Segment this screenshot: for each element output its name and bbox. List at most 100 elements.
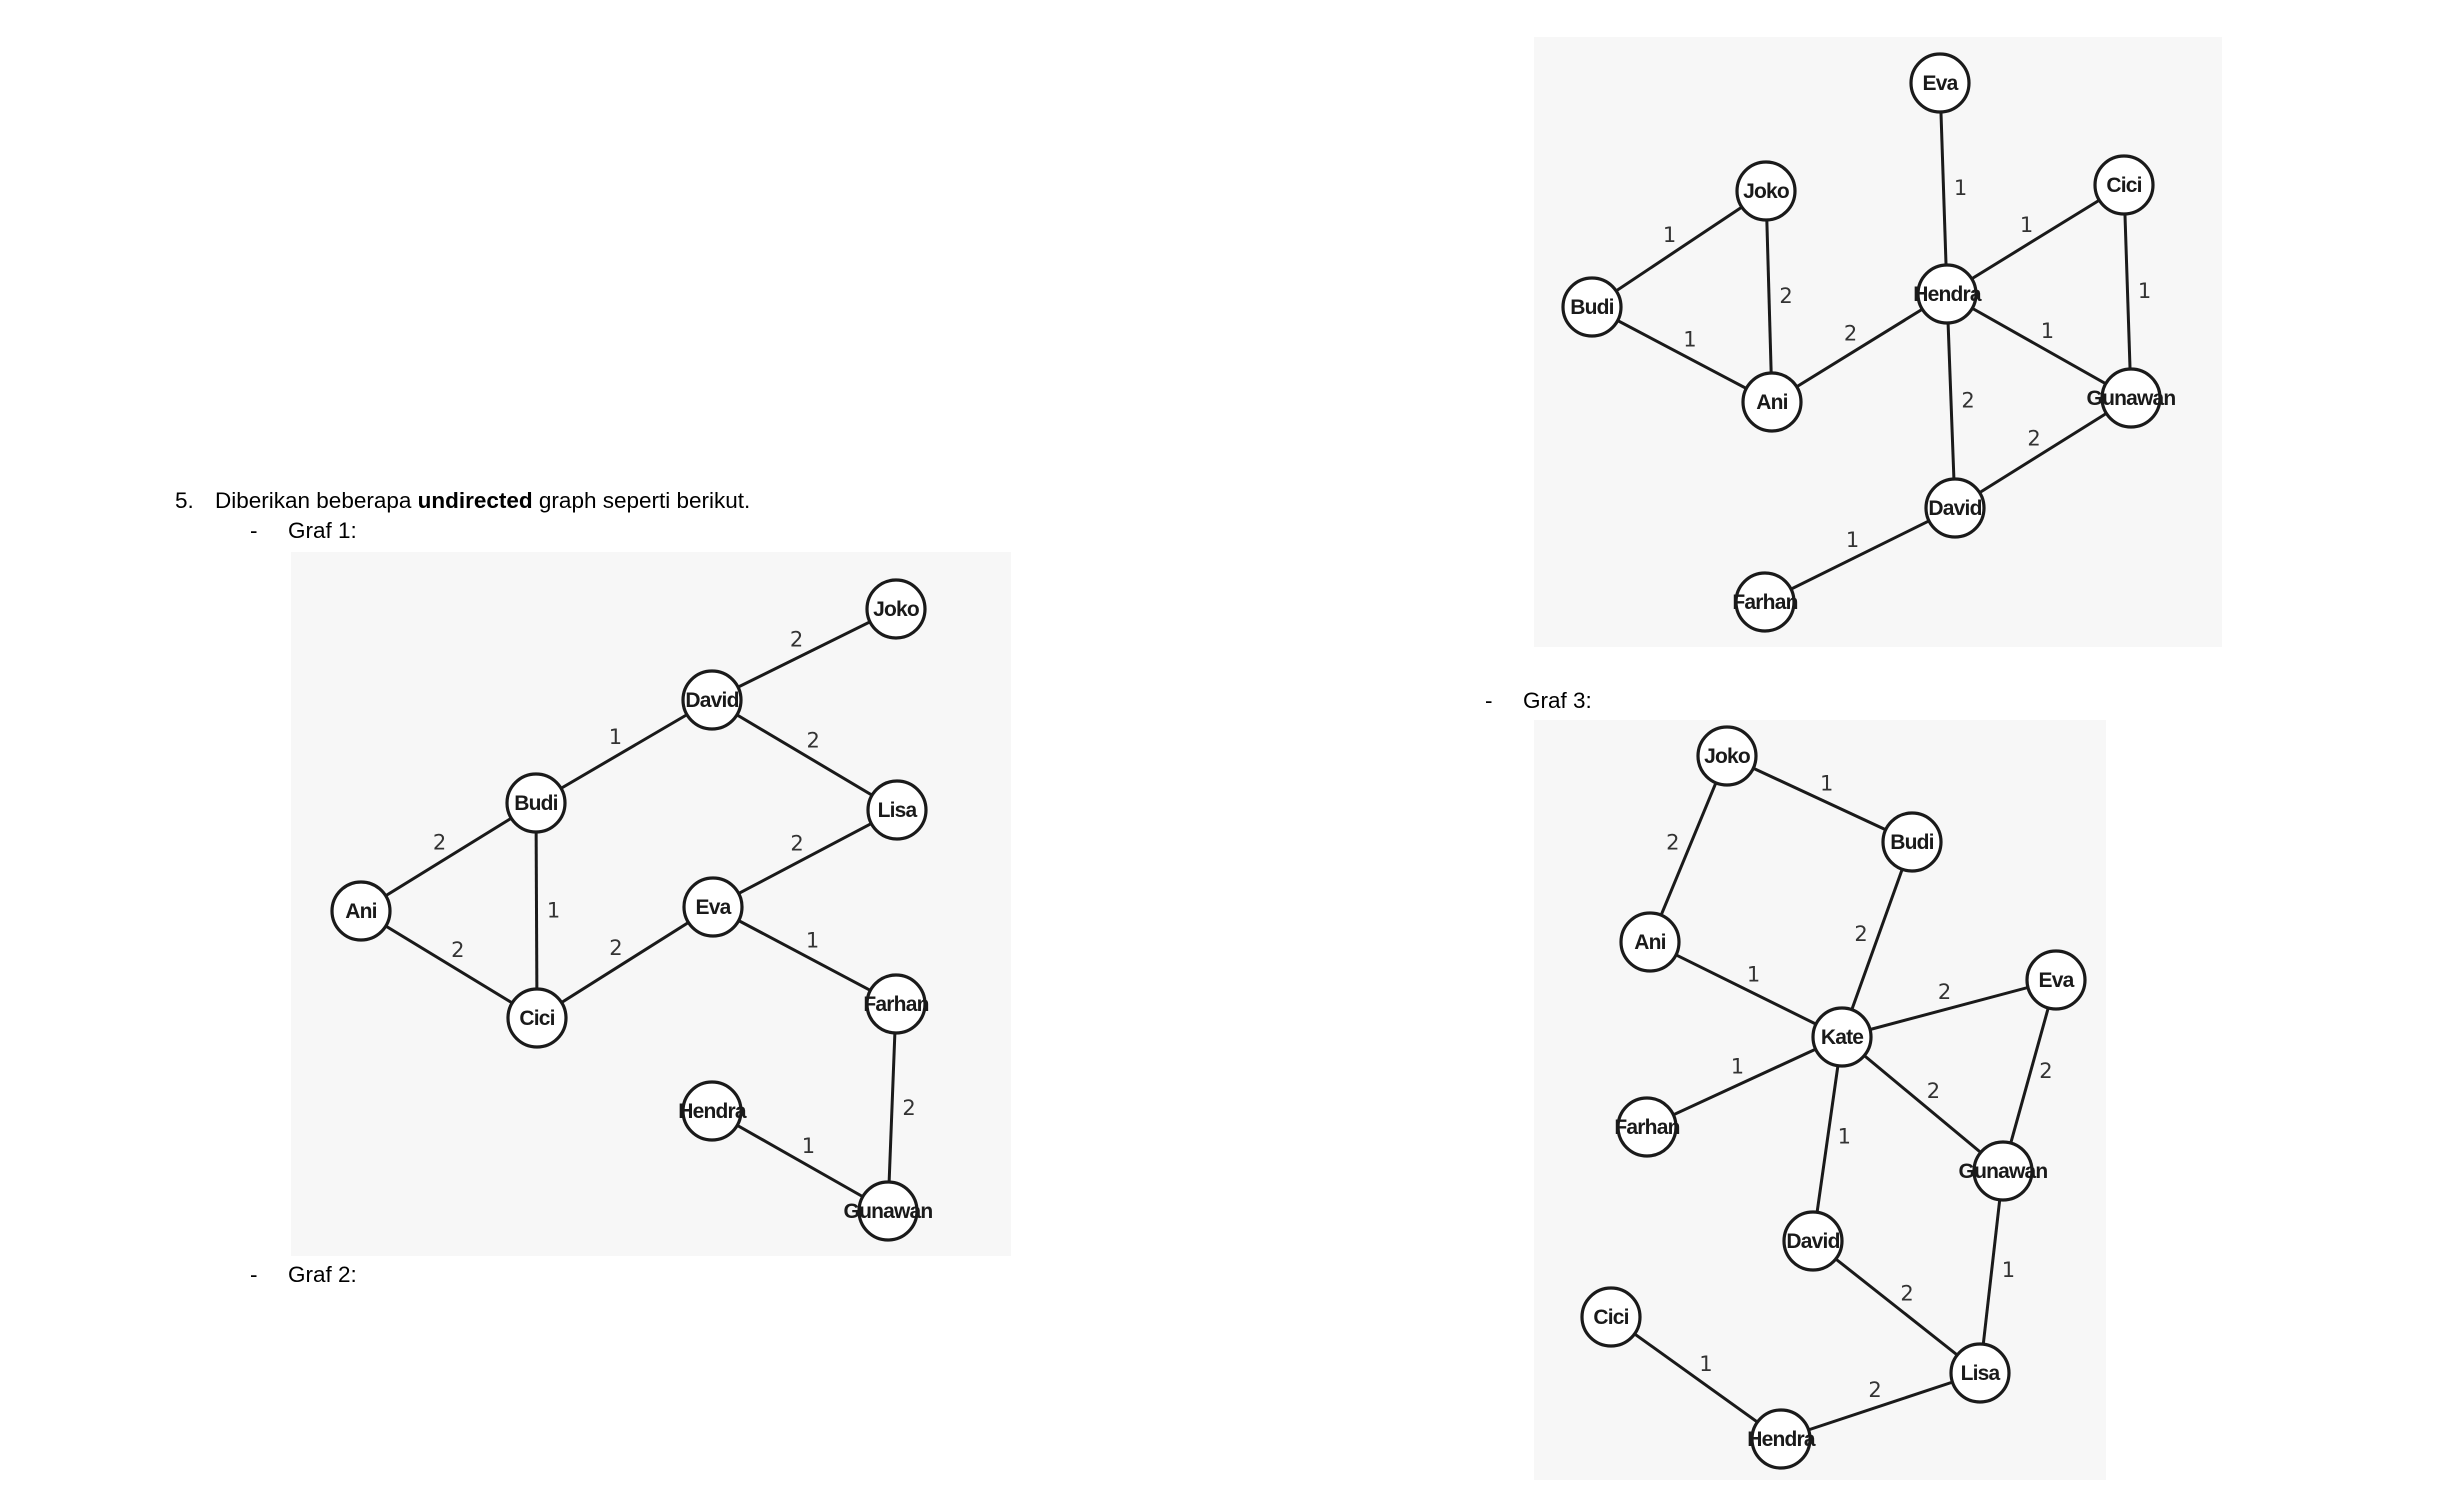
- node-circle: [681, 669, 743, 731]
- node-label: David: [1928, 497, 1981, 520]
- node-hendra: Hendra: [1747, 1408, 1817, 1470]
- edge-kate-david: [1811, 1036, 1844, 1242]
- node-label: Lisa: [878, 799, 918, 822]
- edge-weight-label: 1: [1954, 176, 1967, 200]
- edge-weight-label: 1: [1820, 772, 1833, 796]
- node-label: Cici: [2106, 174, 2141, 197]
- edge-gunawan-lisa: [1978, 1170, 2005, 1374]
- edge-weight-label: 1: [2041, 319, 2054, 343]
- edge-cici-hendra: [1610, 1315, 1782, 1441]
- node-circle: [1750, 1408, 1812, 1470]
- node-budi: Budi: [1881, 811, 1943, 873]
- node-label: Cici: [1593, 1306, 1628, 1329]
- node-label: Eva: [696, 896, 732, 919]
- edge-weight-label: 2: [1844, 322, 1857, 346]
- node-circle: [1909, 52, 1971, 114]
- edge-ani-hendra: [1771, 292, 1948, 404]
- graf3-svg: 1221212121221JokoBudiAniEvaKateFarhanGun…: [1580, 725, 2087, 1470]
- edge-weight-label: 2: [1927, 1079, 1940, 1103]
- edge-david-lisa: [711, 698, 898, 812]
- edge-weight-label: 2: [2027, 427, 2040, 451]
- node-label: Farhan: [1614, 1116, 1679, 1139]
- node-label: Gunawan: [1959, 1160, 2048, 1183]
- edge-eva-lisa: [712, 808, 898, 909]
- edge-weight-label: 1: [609, 725, 622, 749]
- node-label: Gunawan: [844, 1200, 933, 1223]
- node-circle: [2093, 154, 2155, 216]
- node-eva: Eva: [682, 876, 744, 938]
- edge-hendra-david: [1945, 293, 1957, 509]
- node-circle: [1949, 1342, 2011, 1404]
- graf2-heading: - Graf 2:: [250, 1262, 357, 1288]
- node-circle: [865, 973, 927, 1035]
- node-farhan: Farhan: [863, 973, 929, 1035]
- edge-weight-label: 1: [1683, 328, 1696, 352]
- edge-eva-hendra: [1938, 82, 1949, 295]
- node-david: David: [681, 669, 743, 731]
- edge-weight-label: 1: [806, 929, 819, 953]
- edge-weight-label: 1: [1846, 528, 1859, 552]
- node-circle: [1811, 1006, 1873, 1068]
- node-circle: [1616, 1096, 1678, 1158]
- node-label: Cici: [519, 1007, 554, 1030]
- node-label: Eva: [1923, 72, 1959, 95]
- node-circle: [2025, 949, 2087, 1011]
- edge-hendra-gunawan: [711, 1109, 889, 1213]
- node-farhan: Farhan: [1614, 1096, 1680, 1158]
- node-label: Hendra: [678, 1100, 747, 1123]
- edge-ani-cici: [360, 909, 538, 1020]
- node-hendra: Hendra: [1913, 263, 1983, 325]
- node-circle: [682, 876, 744, 938]
- node-gunawan: Gunawan: [1959, 1140, 2048, 1202]
- node-label: David: [685, 689, 738, 712]
- edge-gunawan-david: [1954, 396, 2132, 510]
- graf2-label: Graf 2:: [288, 1262, 357, 1287]
- edge-budi-ani: [1591, 305, 1773, 404]
- question-text-before: Diberikan beberapa: [215, 488, 418, 513]
- node-label: Eva: [2039, 969, 2075, 992]
- node-joko: Joko: [1696, 725, 1758, 787]
- edge-david-farhan: [1764, 506, 1956, 604]
- node-circle: [1924, 477, 1986, 539]
- node-label: Joko: [1743, 180, 1789, 203]
- bullet: -: [250, 1262, 258, 1287]
- edge-hendra-gunawan: [1946, 292, 2132, 400]
- edge-ani-budi: [360, 801, 537, 913]
- edge-weight-label: 1: [1699, 1352, 1712, 1376]
- edge-lisa-hendra: [1780, 1371, 1981, 1441]
- edge-weight-label: 2: [790, 832, 803, 856]
- node-budi: Budi: [1561, 276, 1623, 338]
- edge-joko-ani: [1648, 755, 1729, 943]
- edge-weight-label: 1: [2138, 279, 2151, 303]
- node-label: Joko: [1704, 745, 1750, 768]
- node-label: Hendra: [1747, 1428, 1816, 1451]
- edge-weight-label: 2: [1938, 980, 1951, 1004]
- question-text-after: graph seperti berikut.: [532, 488, 751, 513]
- node-budi: Budi: [505, 772, 567, 834]
- edge-weight-label: 1: [1838, 1125, 1851, 1149]
- edge-weight-label: 1: [1663, 223, 1676, 247]
- edge-weight-label: 2: [1868, 1378, 1881, 1402]
- edge-weight-label: 1: [1747, 962, 1760, 986]
- graf1-heading: -Graf 1:: [250, 518, 357, 544]
- edge-budi-david: [535, 698, 713, 805]
- node-cici: Cici: [506, 987, 568, 1049]
- edge-weight-label: 2: [451, 938, 464, 962]
- node-david: David: [1924, 477, 1986, 539]
- node-circle: [1696, 725, 1758, 787]
- node-lisa: Lisa: [1949, 1342, 2011, 1404]
- node-label: Budi: [514, 792, 557, 815]
- edge-farhan-gunawan: [886, 1003, 898, 1212]
- edge-weight-label: 2: [433, 831, 446, 855]
- edge-eva-gunawan: [2001, 979, 2058, 1172]
- edge-weight-label: 2: [1854, 922, 1867, 946]
- edge-weight-label: 1: [547, 898, 560, 922]
- node-circle: [506, 987, 568, 1049]
- node-circle: [1561, 276, 1623, 338]
- node-circle: [1782, 1210, 1844, 1272]
- question-text: 5.Diberikan beberapa undirected graph se…: [175, 488, 750, 514]
- node-label: Ani: [1634, 931, 1665, 954]
